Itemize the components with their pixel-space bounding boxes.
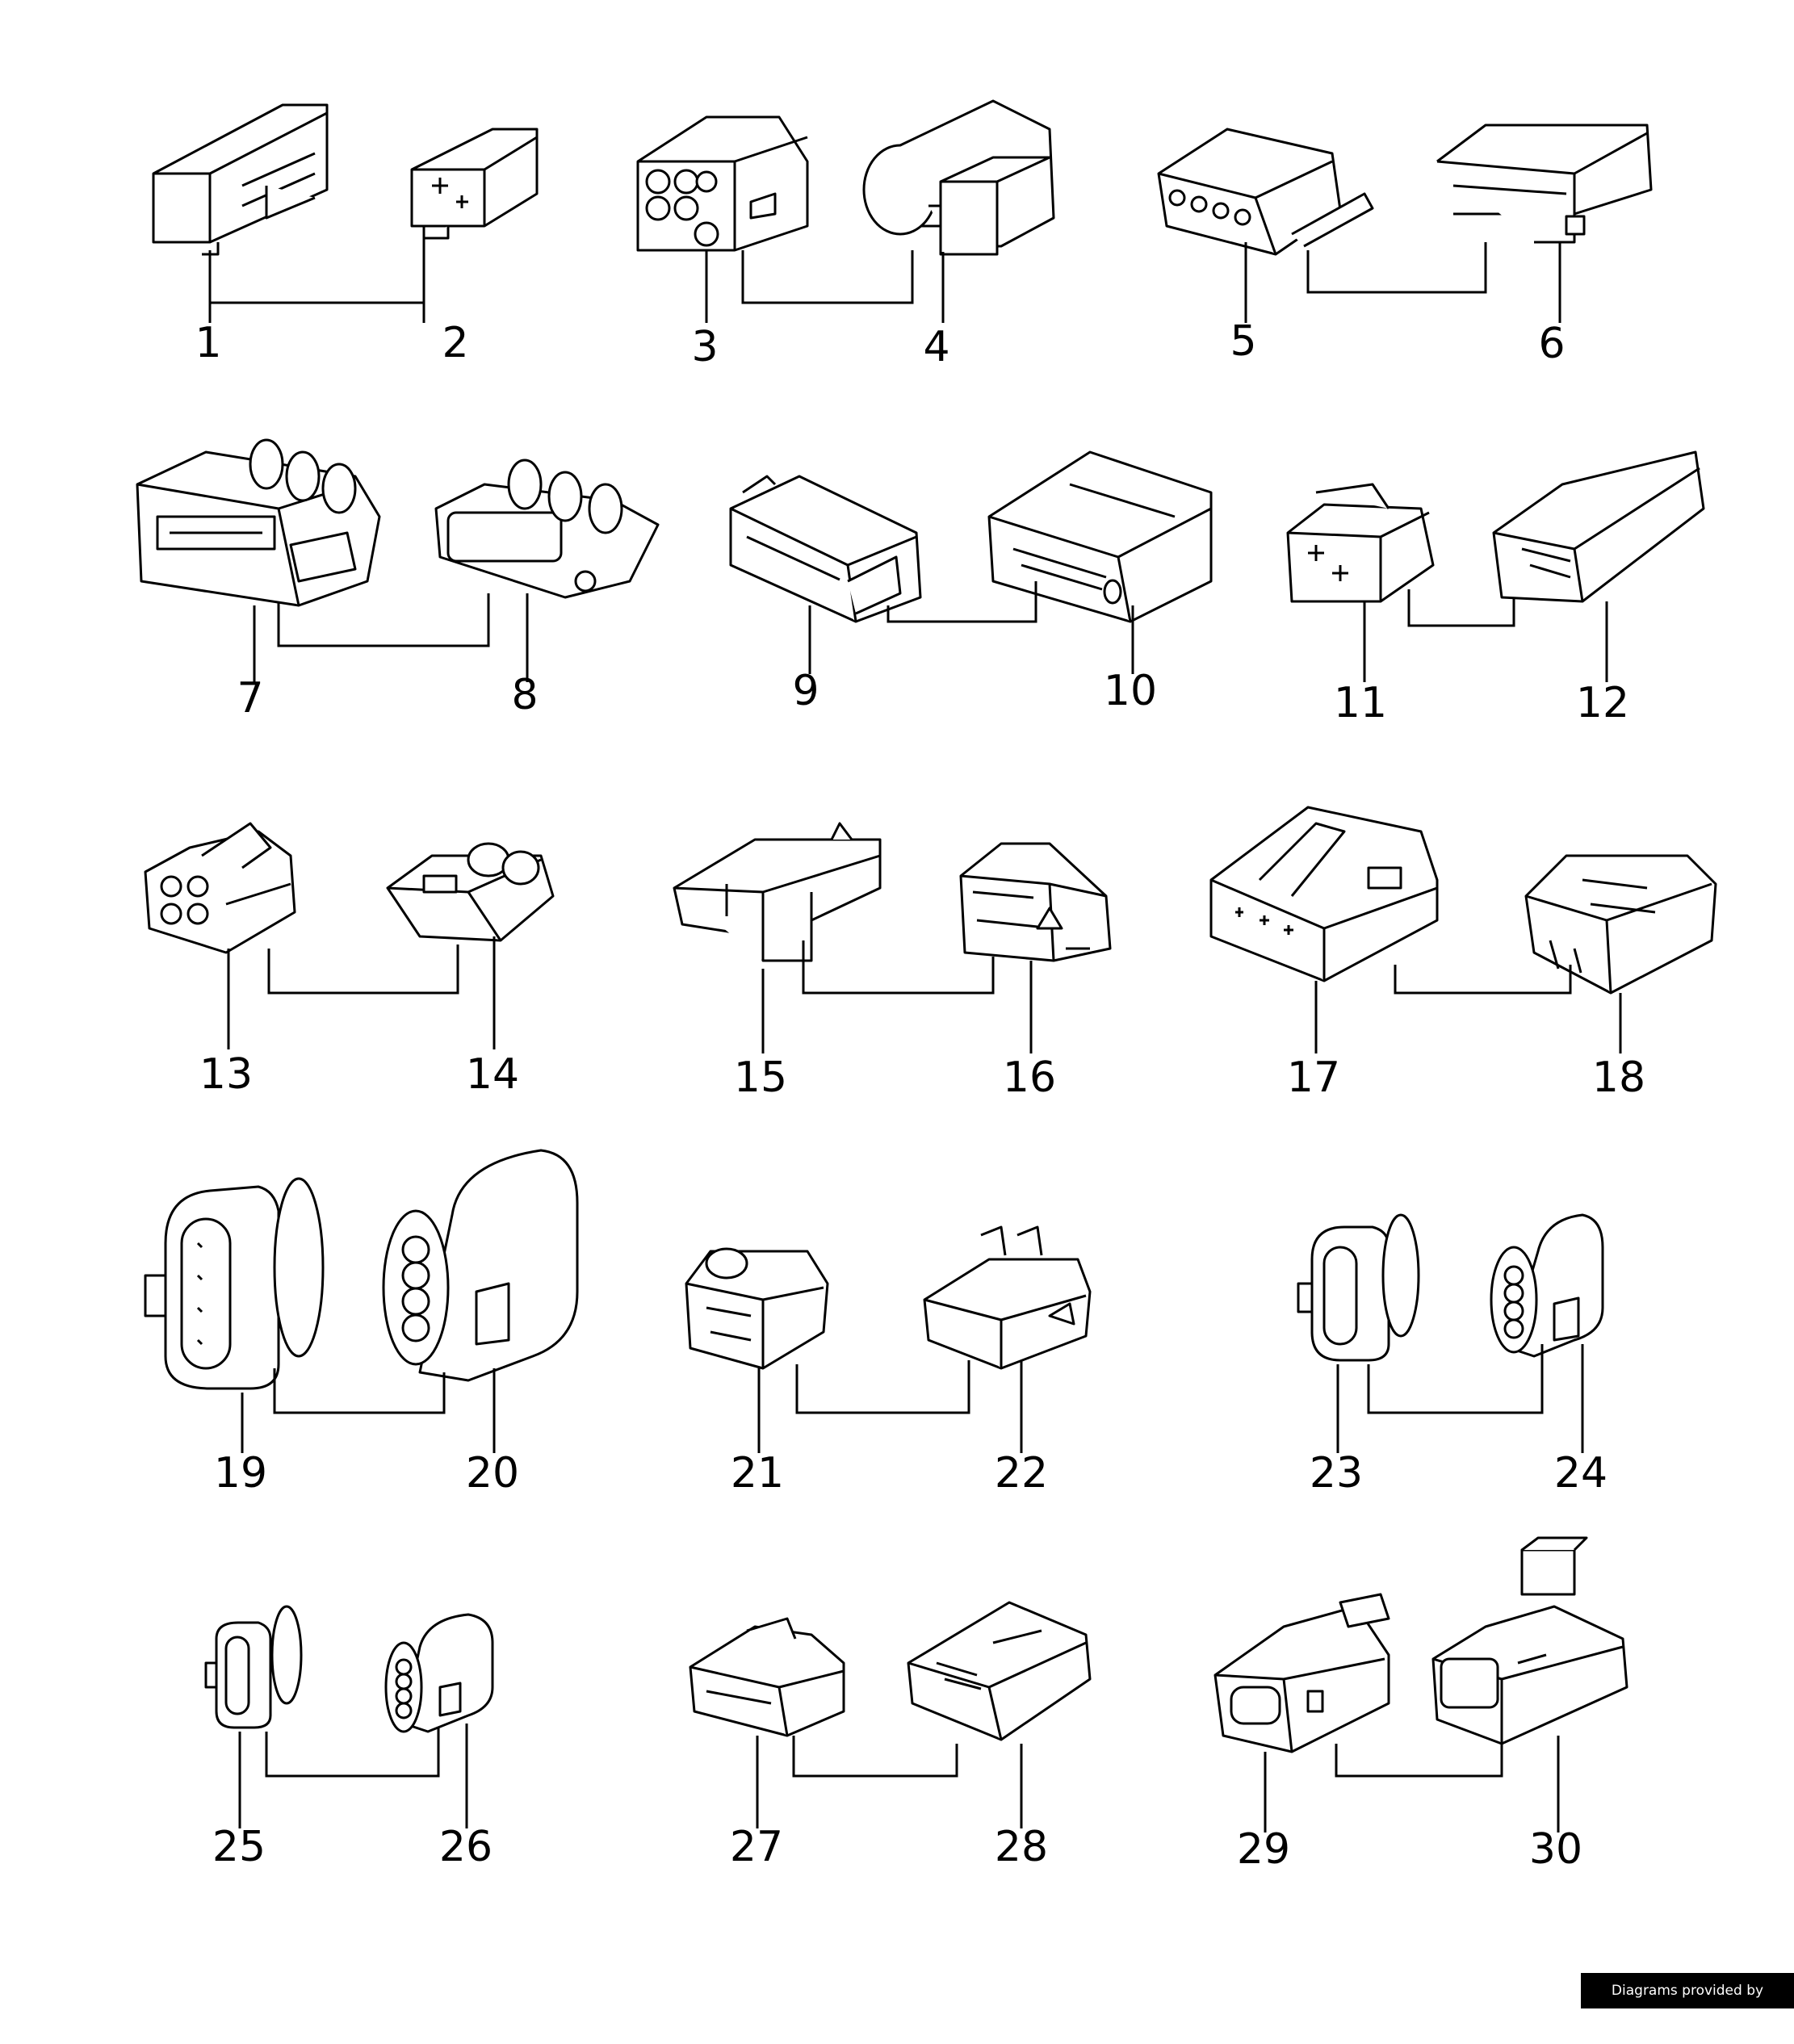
connector-23-drawing: [1297, 1213, 1420, 1362]
connector-10-drawing: [987, 450, 1213, 623]
part-label-7: 7: [237, 674, 263, 723]
connector-27-drawing: [689, 1617, 845, 1737]
part-label-23: 23: [1310, 1449, 1363, 1497]
connector-4-drawing: [862, 99, 1055, 256]
connector-11-drawing: [1286, 483, 1435, 603]
part-label-30: 30: [1529, 1825, 1582, 1874]
connector-29-drawing: [1213, 1593, 1390, 1753]
credit-text: Diagrams provided by catalogs parts: [1581, 1973, 1794, 2034]
part-label-25: 25: [212, 1823, 266, 1871]
connector-19-drawing: [144, 1177, 325, 1390]
part-label-13: 13: [199, 1050, 253, 1099]
connector-8-drawing: [434, 459, 660, 599]
part-label-29: 29: [1237, 1825, 1290, 1874]
leader-line: [267, 945, 459, 995]
connector-22-drawing: [923, 1225, 1092, 1370]
connector-30-drawing: [1431, 1536, 1628, 1745]
part-label-4: 4: [923, 323, 949, 371]
part-label-5: 5: [1230, 317, 1256, 366]
part-label-8: 8: [511, 671, 538, 719]
leader-line: [273, 1368, 446, 1414]
part-label-21: 21: [731, 1449, 784, 1497]
part-label-9: 9: [792, 667, 819, 715]
connector-17-drawing: [1209, 806, 1439, 982]
leader-lines: [208, 226, 1622, 1832]
part-label-2: 2: [442, 319, 468, 367]
part-label-27: 27: [730, 1823, 783, 1871]
leader-line: [792, 1736, 958, 1778]
part-label-22: 22: [995, 1449, 1048, 1497]
leader-line: [1407, 589, 1515, 627]
part-label-11: 11: [1334, 679, 1387, 727]
leader-line: [277, 593, 490, 647]
connector-26-drawing: [384, 1613, 494, 1733]
part-label-16: 16: [1003, 1053, 1056, 1102]
connector-14-drawing: [386, 842, 555, 942]
connector-21-drawing: [685, 1247, 829, 1370]
leader-line: [802, 940, 995, 995]
connector-6-drawing: [1436, 124, 1653, 244]
leader-line: [265, 1728, 440, 1778]
part-label-20: 20: [466, 1449, 519, 1497]
part-label-15: 15: [734, 1053, 787, 1102]
connector-24-drawing: [1490, 1213, 1604, 1358]
connector-3-drawing: [636, 115, 809, 252]
connector-15-drawing: [673, 822, 882, 962]
part-label-26: 26: [439, 1823, 493, 1871]
connector-20-drawing: [382, 1149, 579, 1382]
connector-drawings: [136, 99, 1717, 1753]
leader-line: [1335, 1744, 1503, 1778]
part-label-28: 28: [995, 1823, 1048, 1871]
connector-5-drawing: [1157, 128, 1374, 256]
connector-13-drawing: [144, 822, 296, 954]
part-label-1: 1: [195, 319, 221, 367]
part-label-6: 6: [1538, 320, 1565, 368]
part-label-24: 24: [1554, 1449, 1607, 1497]
connector-1-drawing: [152, 103, 329, 256]
part-label-19: 19: [214, 1449, 267, 1497]
connector-18-drawing: [1524, 854, 1717, 995]
part-label-10: 10: [1104, 667, 1157, 715]
leader-line: [208, 266, 425, 304]
connector-25-drawing: [204, 1605, 303, 1729]
connector-9-drawing: [729, 475, 922, 623]
part-label-17: 17: [1287, 1053, 1340, 1102]
leader-line: [1394, 965, 1572, 995]
part-label-14: 14: [466, 1050, 519, 1099]
connector-16-drawing: [959, 842, 1112, 962]
connector-12-drawing: [1492, 450, 1705, 603]
part-label-3: 3: [691, 323, 718, 371]
leader-line: [741, 250, 914, 304]
leader-line: [1306, 242, 1487, 294]
part-label-18: 18: [1592, 1053, 1645, 1102]
connector-2-drawing: [410, 128, 539, 240]
part-label-12: 12: [1576, 679, 1629, 727]
connector-28-drawing: [907, 1601, 1092, 1741]
leader-line: [887, 581, 1037, 623]
leader-line: [1367, 1344, 1544, 1414]
leader-line: [795, 1360, 970, 1414]
connector-7-drawing: [136, 438, 381, 607]
